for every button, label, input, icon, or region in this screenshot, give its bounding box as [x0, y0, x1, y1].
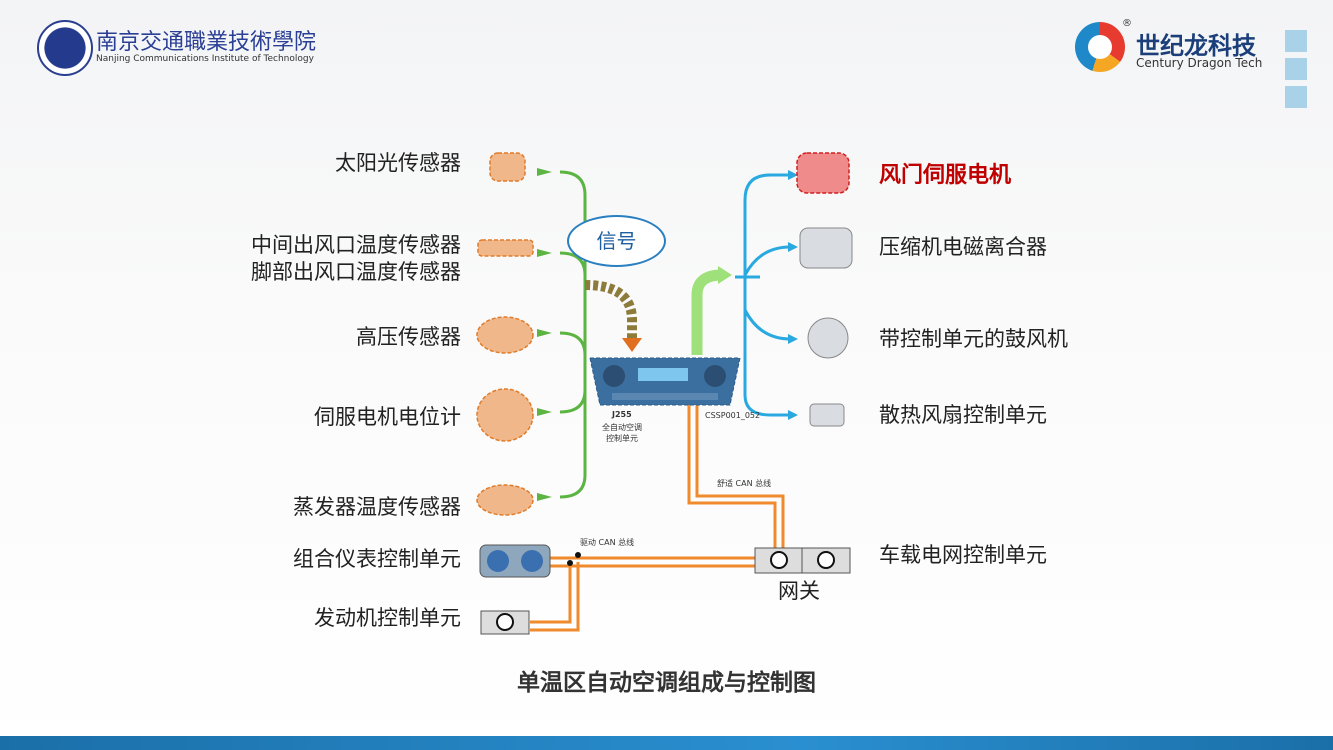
controller-j255 [589, 357, 741, 406]
input-label: 伺服电机电位计 [314, 405, 461, 429]
signal-callout: 信号 [567, 215, 666, 267]
school-logo [37, 20, 93, 76]
drive-can-label: 驱动 CAN 总线 [580, 538, 635, 547]
input-label: 高压传感器 [356, 325, 461, 349]
comfort-can-label: 舒适 CAN 总线 [717, 479, 772, 488]
bus-node-label: 发动机控制单元 [314, 606, 461, 630]
bus-node-label: 组合仪表控制单元 [293, 547, 461, 571]
input-label: 蒸发器温度传感器 [293, 495, 461, 519]
brand-name-cn: 世纪龙科技 [1136, 32, 1256, 60]
footer-bar [0, 736, 1333, 750]
output-label: 散热风扇控制单元 [879, 403, 1047, 427]
diagram-caption: 单温区自动空调组成与控制图 [517, 670, 816, 696]
output-arrows [788, 170, 798, 420]
component-icons [476, 152, 850, 516]
signal-out-arrow [691, 269, 723, 355]
input-label: 太阳光传感器 [335, 151, 461, 175]
figure-id: CSSP001_052 [705, 411, 761, 420]
output-label: 压缩机电磁离合器 [879, 235, 1047, 259]
deco-square [1285, 86, 1307, 108]
brand-logo [1075, 22, 1125, 72]
controller-name-line1: 全自动空调 [602, 423, 642, 432]
controller-code: J255 [612, 410, 632, 419]
brand-registered: ® [1122, 18, 1132, 29]
deco-square [1285, 58, 1307, 80]
brand-name-en: Century Dragon Tech [1136, 56, 1263, 70]
gateway-label: 网关 [778, 579, 820, 603]
input-label: 中间出风口温度传感器 [251, 233, 461, 257]
deco-square [1285, 30, 1307, 52]
signal-callout-text: 信号 [596, 229, 637, 253]
can-bus-lines [530, 405, 785, 632]
output-lines [735, 173, 791, 417]
input-label: 脚部出风口温度传感器 [251, 260, 461, 284]
input-arrows [537, 168, 552, 501]
output-label: 带控制单元的鼓风机 [879, 327, 1068, 351]
signal-in-arrow [584, 280, 637, 340]
school-name-en: Nanjing Communications Institute of Tech… [96, 54, 314, 64]
controller-name-line2: 控制单元 [606, 434, 638, 443]
input-signal-lines [559, 170, 587, 499]
output-label-highlight: 风门伺服电机 [879, 163, 1012, 188]
school-name-cn: 南京交通職業技術學院 [96, 30, 317, 55]
bus-node-label: 车载电网控制单元 [879, 543, 1047, 567]
output-icons [799, 227, 853, 427]
